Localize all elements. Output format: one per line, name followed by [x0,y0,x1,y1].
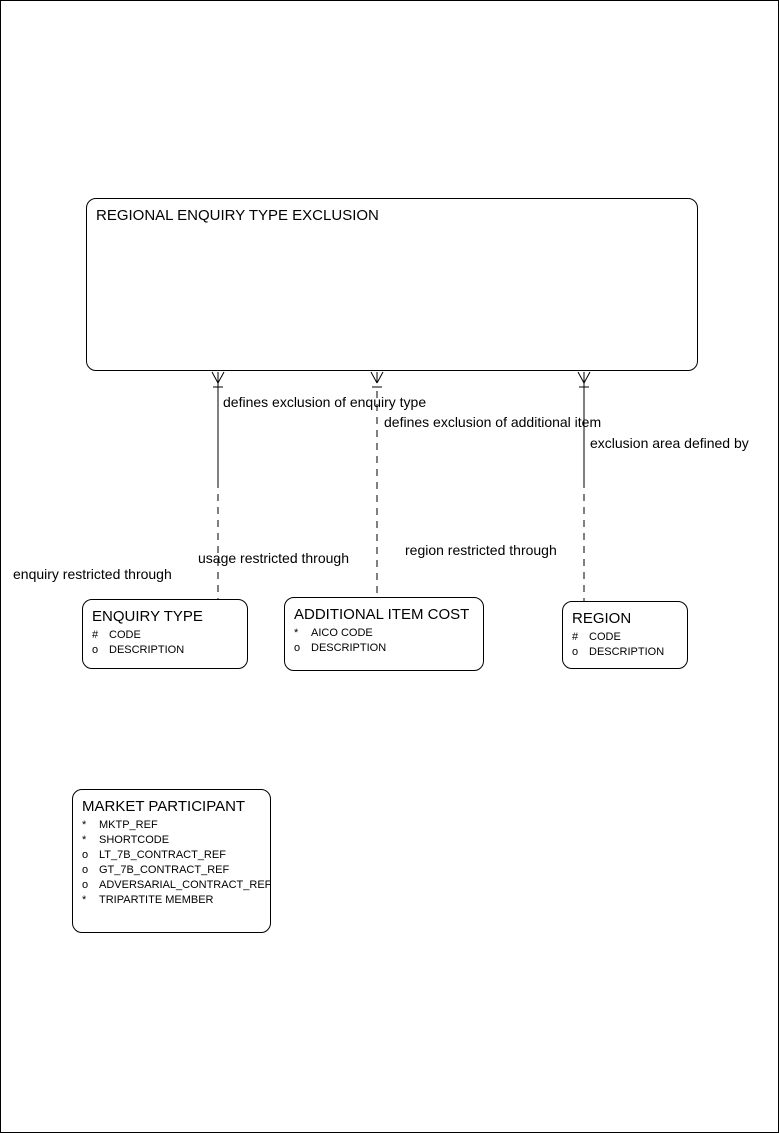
label-defines-exclusion-of-additional-item: defines exclusion of additional item [384,414,602,430]
attribute-row: * SHORTCODE [82,833,262,848]
attribute-marker: # [92,629,99,641]
attribute-row: o DESCRIPTION [92,643,239,658]
attribute-name: AICO CODE [311,627,373,639]
label-defines-exclusion-of-enquiry-type: defines exclusion of enquiry type [223,394,427,410]
attribute-name: CODE [589,631,621,643]
relationship-enquiry-type[interactable] [211,371,225,599]
attribute-marker: * [294,627,299,639]
attribute-marker: o [294,642,301,654]
attribute-marker: # [572,631,579,643]
crows-foot-icon [577,371,591,388]
attribute-name: DESCRIPTION [109,644,185,656]
attribute-name: MKTP_REF [99,819,158,831]
attribute-name: TRIPARTITE MEMBER [99,894,214,906]
attribute-name: GT_7B_CONTRACT_REF [99,864,230,876]
attribute-name: DESCRIPTION [589,646,665,658]
relationship-region[interactable] [577,371,591,601]
entity-additional-item-cost[interactable]: ADDITIONAL ITEM COST * AICO CODE o DESCRIP… [284,597,484,671]
attribute-row: o LT_7B_CONTRACT_REF [82,848,262,863]
label-usage-restricted-through: usage restricted through [198,550,349,566]
attribute-row: o DESCRIPTION [294,641,475,656]
attribute-name: SHORTCODE [99,834,170,846]
attribute-name: CODE [109,629,141,641]
entity-title: MARKET PARTICIPANT [82,798,246,815]
label-exclusion-area-defined-by: exclusion area defined by [590,435,749,451]
attribute-marker: * [82,819,87,831]
attribute-marker: o [82,879,89,891]
attribute-marker: o [572,646,579,658]
relationship-additional-item-cost[interactable] [370,371,384,597]
attribute-name: LT_7B_CONTRACT_REF [99,849,226,861]
attribute-row: * TRIPARTITE MEMBER [82,893,262,908]
entity-regional-enquiry-type-exclusion[interactable]: REGIONAL ENQUIRY TYPE EXCLUSION [86,198,698,371]
entity-title: ADDITIONAL ITEM COST [294,606,470,623]
attribute-marker: o [92,644,99,656]
attribute-row: * AICO CODE [294,626,475,641]
label-enquiry-restricted-through: enquiry restricted through [13,566,172,582]
attribute-name: DESCRIPTION [311,642,387,654]
crows-foot-icon [211,371,225,388]
entity-enquiry-type[interactable]: ENQUIRY TYPE # CODE o DESCRIPTION [82,599,248,669]
attribute-row: o DESCRIPTION [572,645,679,660]
entity-title: ENQUIRY TYPE [92,608,203,625]
attribute-row: * MKTP_REF [82,818,262,833]
entity-title: REGION [572,610,632,627]
attribute-row: o ADVERSARIAL_CONTRACT_REF [82,878,270,893]
attribute-marker: o [82,849,89,861]
crows-foot-icon [370,371,384,388]
attribute-row: # CODE [572,630,679,645]
attribute-row: # CODE [92,628,239,643]
attribute-row: o GT_7B_CONTRACT_REF [82,863,262,878]
entity-market-participant[interactable]: MARKET PARTICIPANT *MKTP_REF *SHORTCODE … [72,789,271,933]
attribute-marker: * [82,834,87,846]
attribute-marker: * [82,894,87,906]
entity-title: REGIONAL ENQUIRY TYPE EXCLUSION [96,207,379,224]
attribute-name: ADVERSARIAL_CONTRACT_REF [99,879,271,891]
attribute-marker: o [82,864,89,876]
entity-region[interactable]: REGION # CODE o DESCRIPTION [562,601,688,669]
label-region-restricted-through: region restricted through [405,542,557,558]
